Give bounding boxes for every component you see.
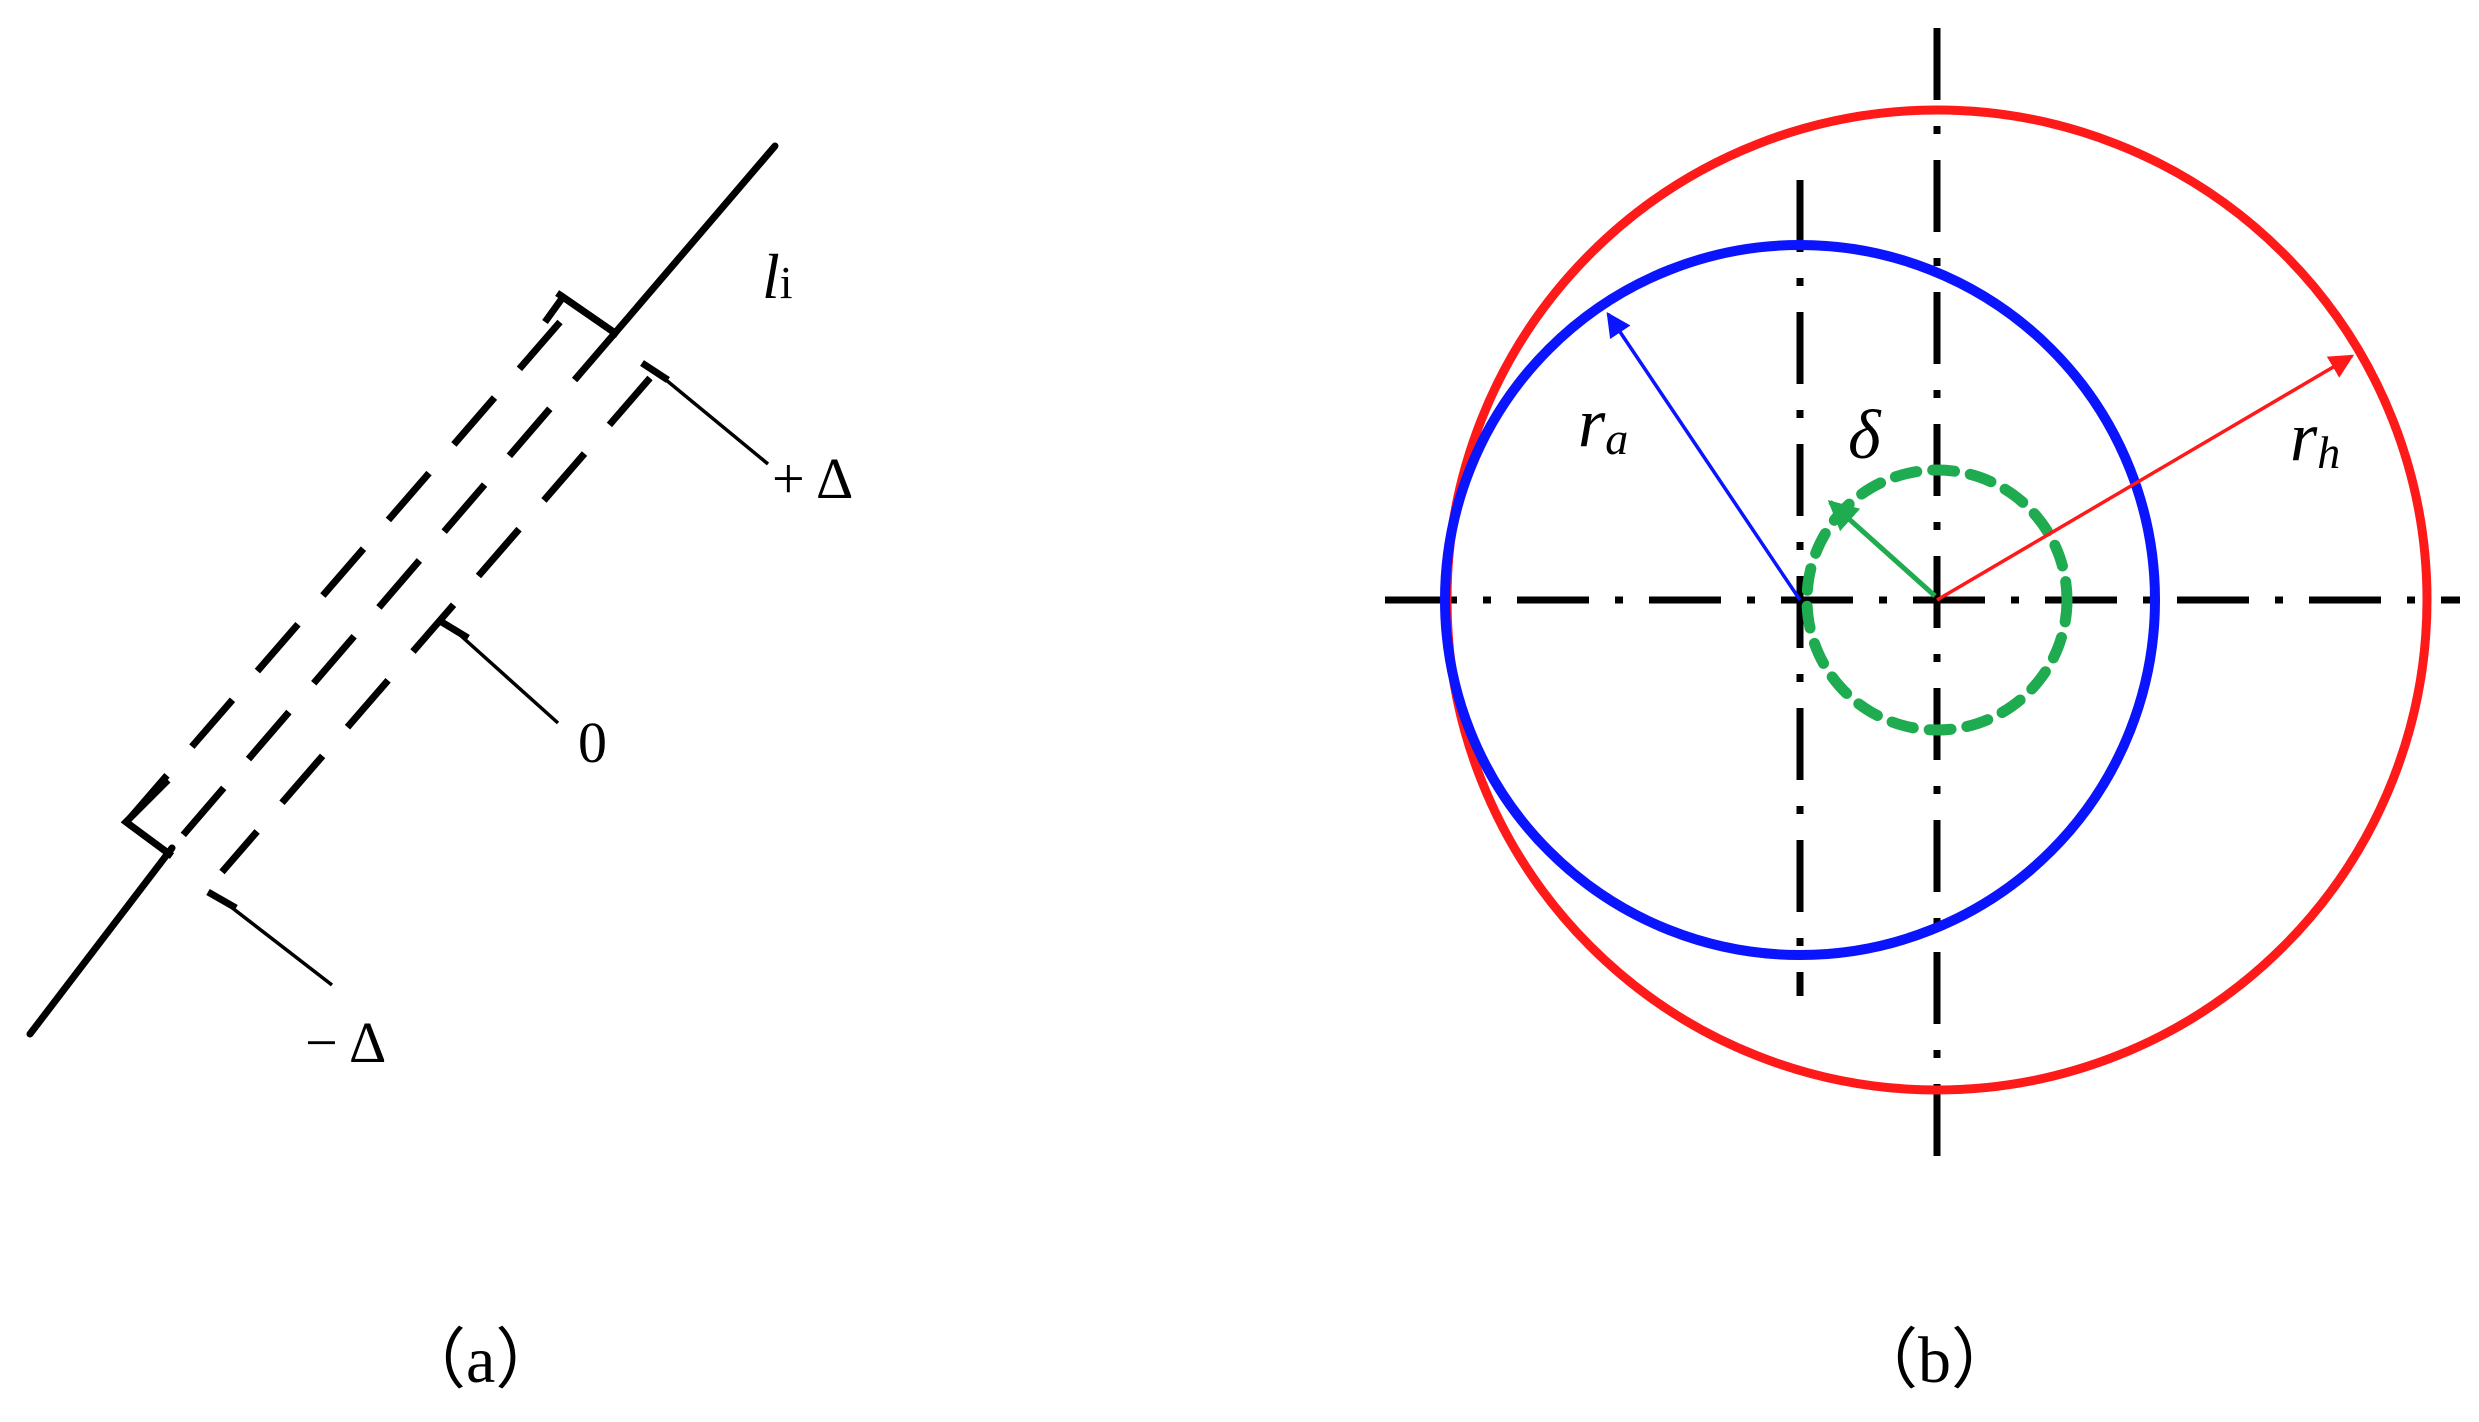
line-label: li <box>762 241 793 312</box>
zero-leader <box>458 633 560 725</box>
eccentricity-label: δ <box>1848 397 1882 474</box>
outer-radius-arrow <box>1936 354 2355 602</box>
lower-bracket <box>120 777 175 859</box>
outer-radius-label: rh <box>2290 399 2340 478</box>
inner-radius-label: ra <box>1578 385 1628 464</box>
zero-label: 0 <box>578 710 607 775</box>
inner-circle <box>1440 240 2160 960</box>
nominal-line-lower <box>26 844 176 1038</box>
upper-bracket-stem <box>542 294 566 325</box>
offset-line-inner <box>219 375 653 875</box>
offset-line-zero <box>169 330 618 851</box>
zero-tick <box>438 618 470 641</box>
minus-delta-label: − Δ <box>305 1010 386 1075</box>
eccentricity-circle <box>1801 464 2073 736</box>
plus-delta-leader <box>658 373 770 466</box>
panel-b-caption: （b） <box>1852 1324 2017 1397</box>
panel-b: ra rh δ （b） <box>1385 28 2460 1397</box>
eccentricity-arrow <box>1827 499 1937 598</box>
offset-line-outer <box>127 319 563 821</box>
inner-radius-arrow <box>1606 311 1802 601</box>
panel-a: li + Δ 0 − Δ （a） <box>26 142 853 1397</box>
nominal-line-upper <box>611 142 779 337</box>
upper-bracket-hook <box>558 292 617 336</box>
plus-delta-label: + Δ <box>772 446 853 511</box>
minus-delta-leader <box>220 898 334 987</box>
panel-a-caption: （a） <box>400 1324 561 1397</box>
